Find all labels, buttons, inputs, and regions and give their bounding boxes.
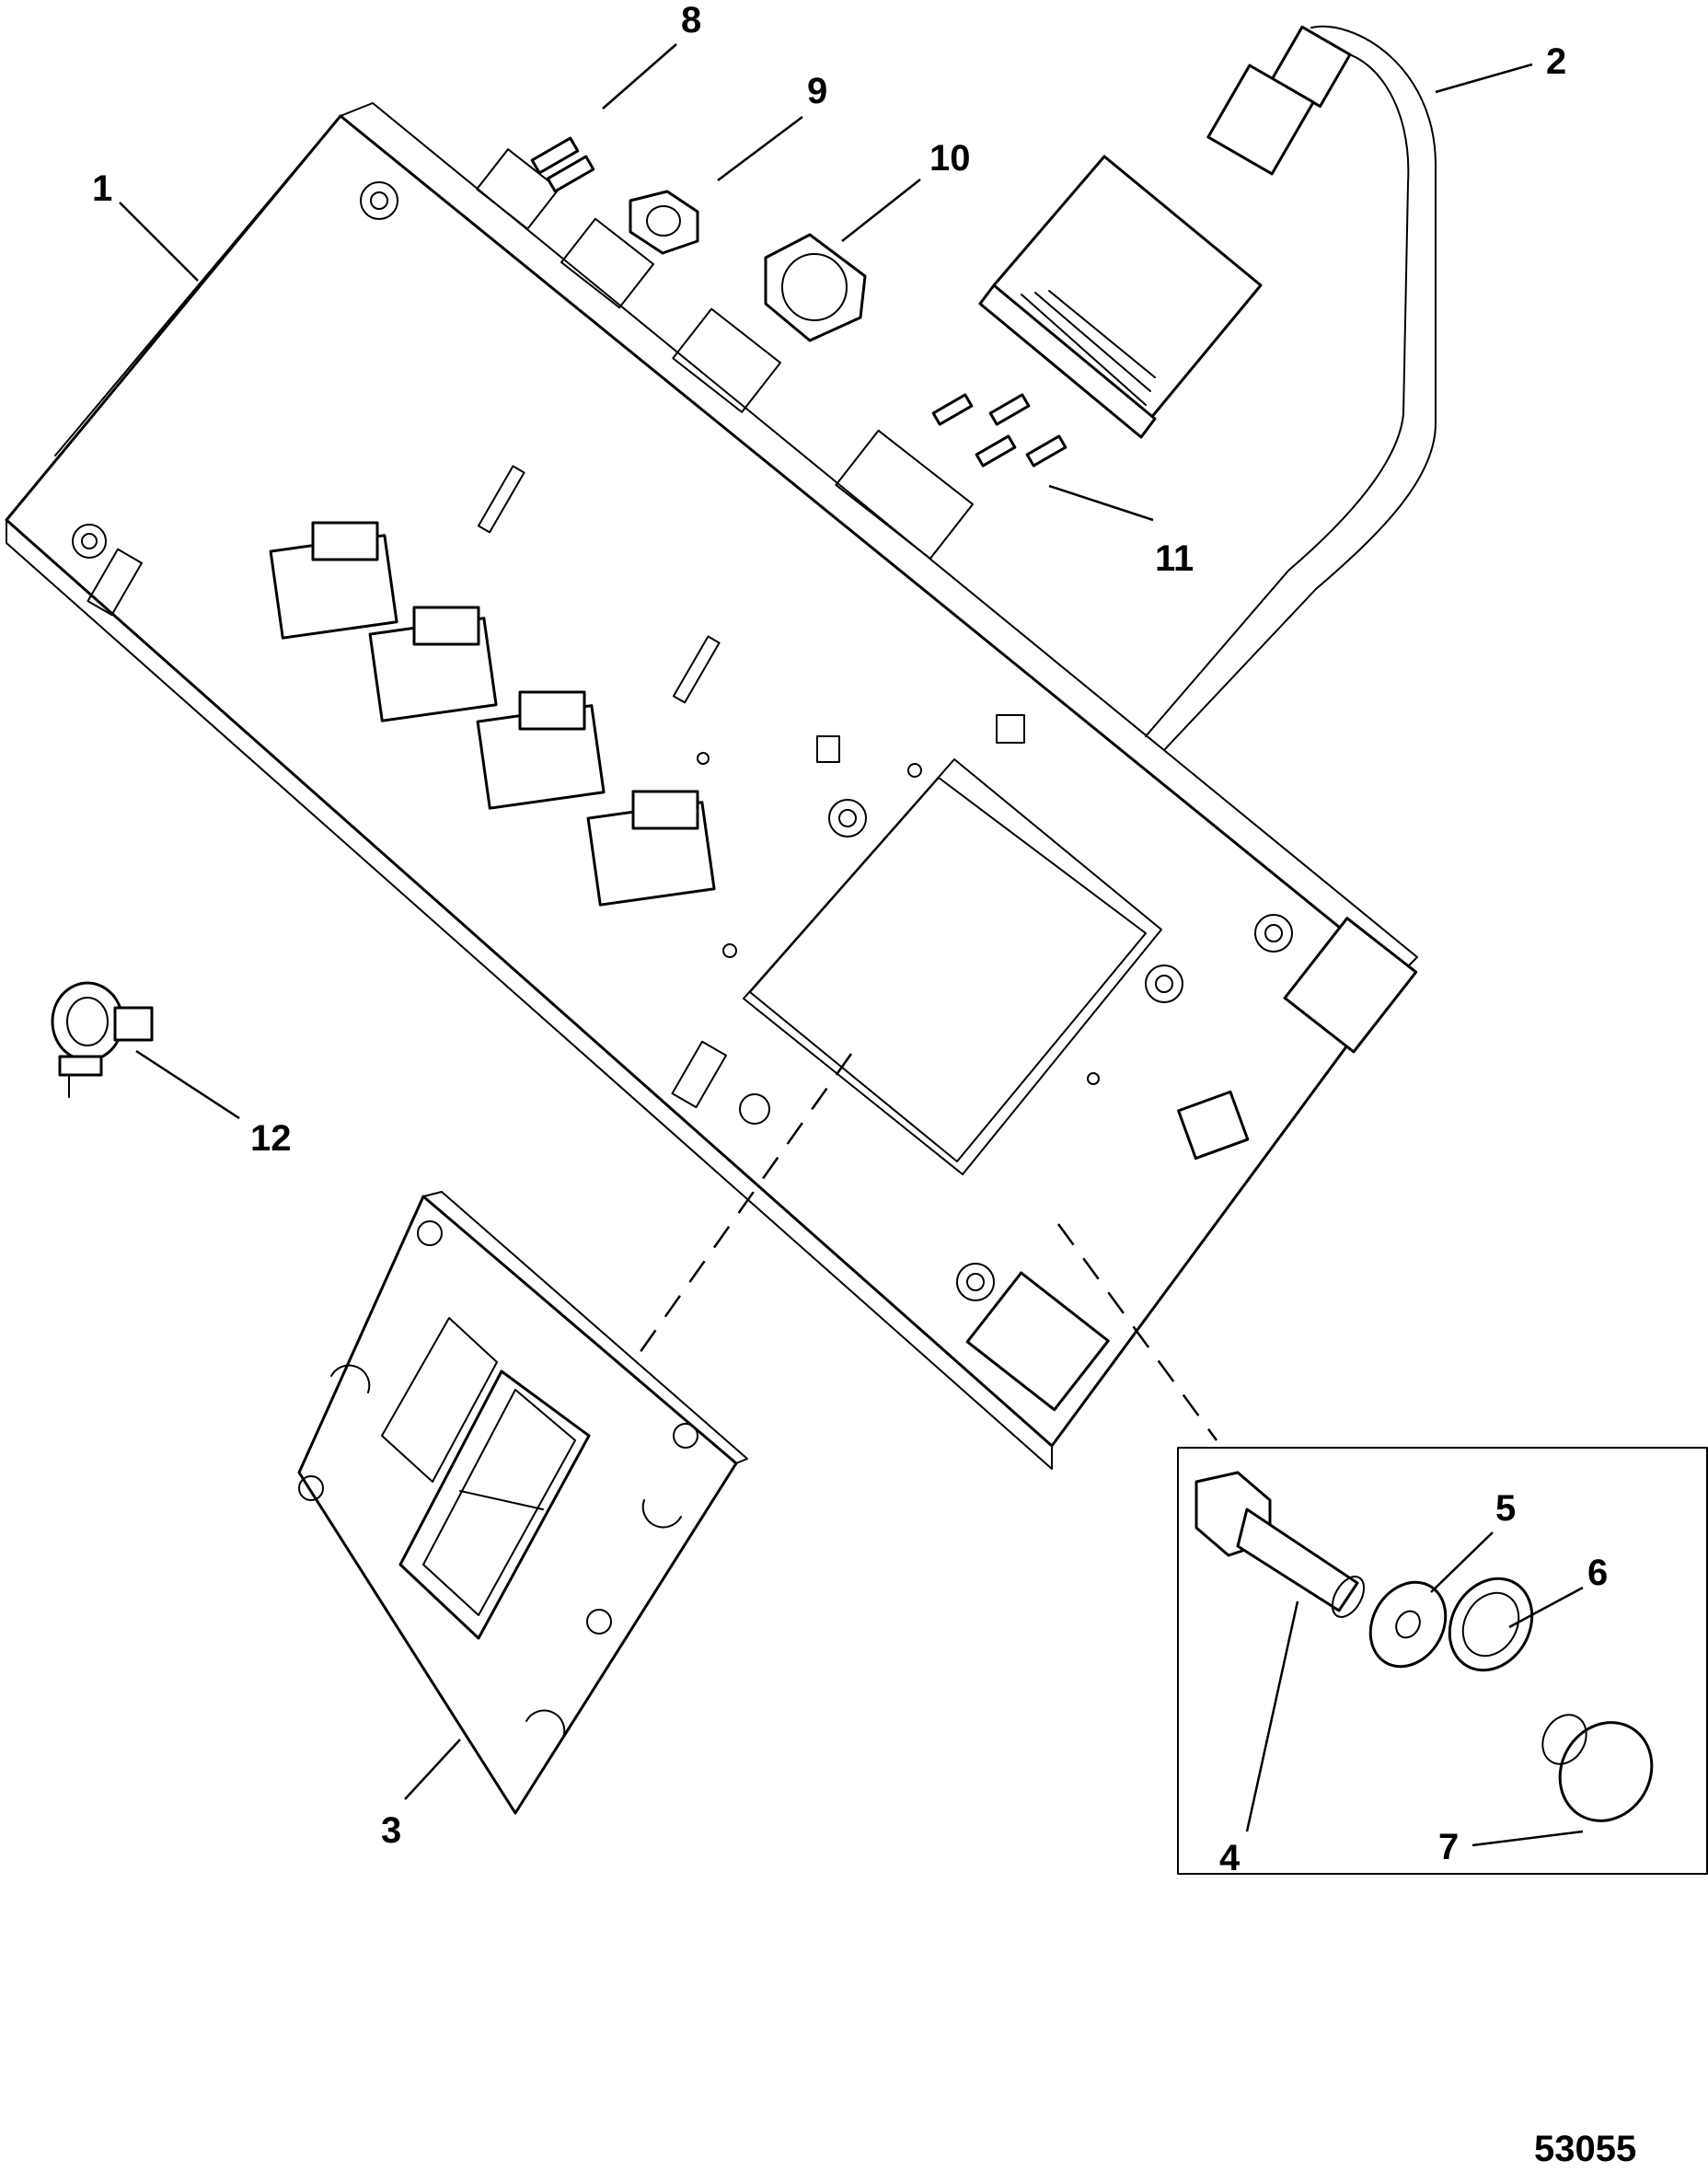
clamp-part-12	[51, 981, 154, 1098]
nut-part-9	[629, 190, 699, 255]
screws-part-11	[931, 393, 1068, 468]
fastener-detail-box	[1177, 1447, 1708, 1875]
callout-labels: 1 2 3 4 5 6 7 8 9 10 11 12	[92, 0, 1608, 1878]
callout-6: 6	[1587, 1553, 1608, 1593]
callout-8: 8	[681, 0, 701, 40]
relay-group	[269, 521, 716, 907]
grommet-part-6	[1448, 1577, 1534, 1672]
wiring-harness-part-2	[978, 25, 1437, 751]
callout-2: 2	[1546, 41, 1566, 82]
figure-number: 53055	[1534, 2129, 1636, 2169]
screws-part-8	[530, 136, 595, 193]
callout-12: 12	[250, 1118, 292, 1159]
callout-7: 7	[1438, 1827, 1459, 1867]
callout-11: 11	[1155, 538, 1194, 579]
leader-lines	[119, 43, 1584, 1847]
washer-part-5	[1368, 1580, 1448, 1669]
mounting-plate-part-1	[5, 102, 1418, 1470]
callout-4: 4	[1219, 1838, 1241, 1878]
callout-5: 5	[1495, 1488, 1516, 1529]
callout-10: 10	[929, 138, 971, 179]
callout-1: 1	[92, 168, 112, 209]
bolt-part-4	[1194, 1471, 1366, 1618]
control-module-part-3	[297, 1191, 748, 1815]
callout-3: 3	[381, 1810, 401, 1851]
sleeve-part-7	[1541, 1714, 1654, 1822]
dash-line-module	[638, 1053, 853, 1354]
callout-9: 9	[807, 71, 827, 111]
nut-part-10	[764, 233, 867, 342]
dash-line-fastener	[1056, 1223, 1218, 1441]
